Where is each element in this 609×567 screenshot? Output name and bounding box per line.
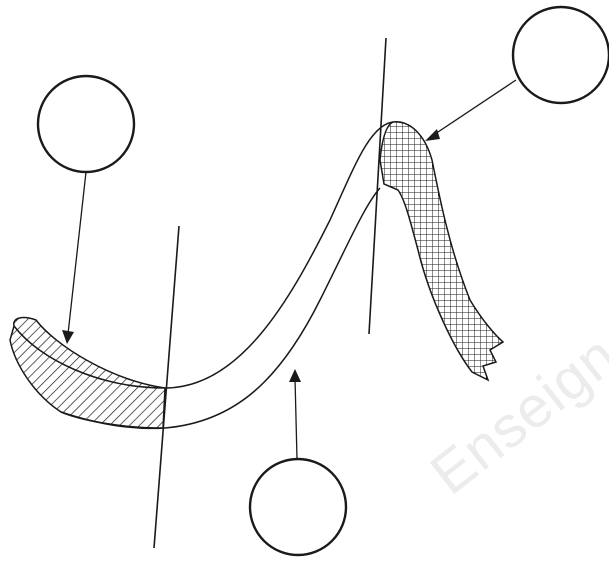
arrow-top-left-line: [67, 171, 87, 335]
arrow-top-left-head: [62, 330, 74, 344]
left-tip-hatched-region: [9, 316, 166, 429]
left-section-line: [153, 225, 180, 549]
arrow-top-right-head: [425, 129, 440, 141]
label-circle-top-right[interactable]: [511, 5, 609, 105]
right-section-line: [368, 37, 387, 335]
right-tip-crosshatched-region: [379, 121, 505, 382]
label-circle-top-left[interactable]: [36, 74, 136, 174]
arrow-bottom-line: [294, 377, 298, 460]
label-circle-bottom[interactable]: [248, 457, 348, 557]
arrow-bottom-head: [289, 369, 301, 382]
arrow-top-right-line: [431, 79, 517, 137]
